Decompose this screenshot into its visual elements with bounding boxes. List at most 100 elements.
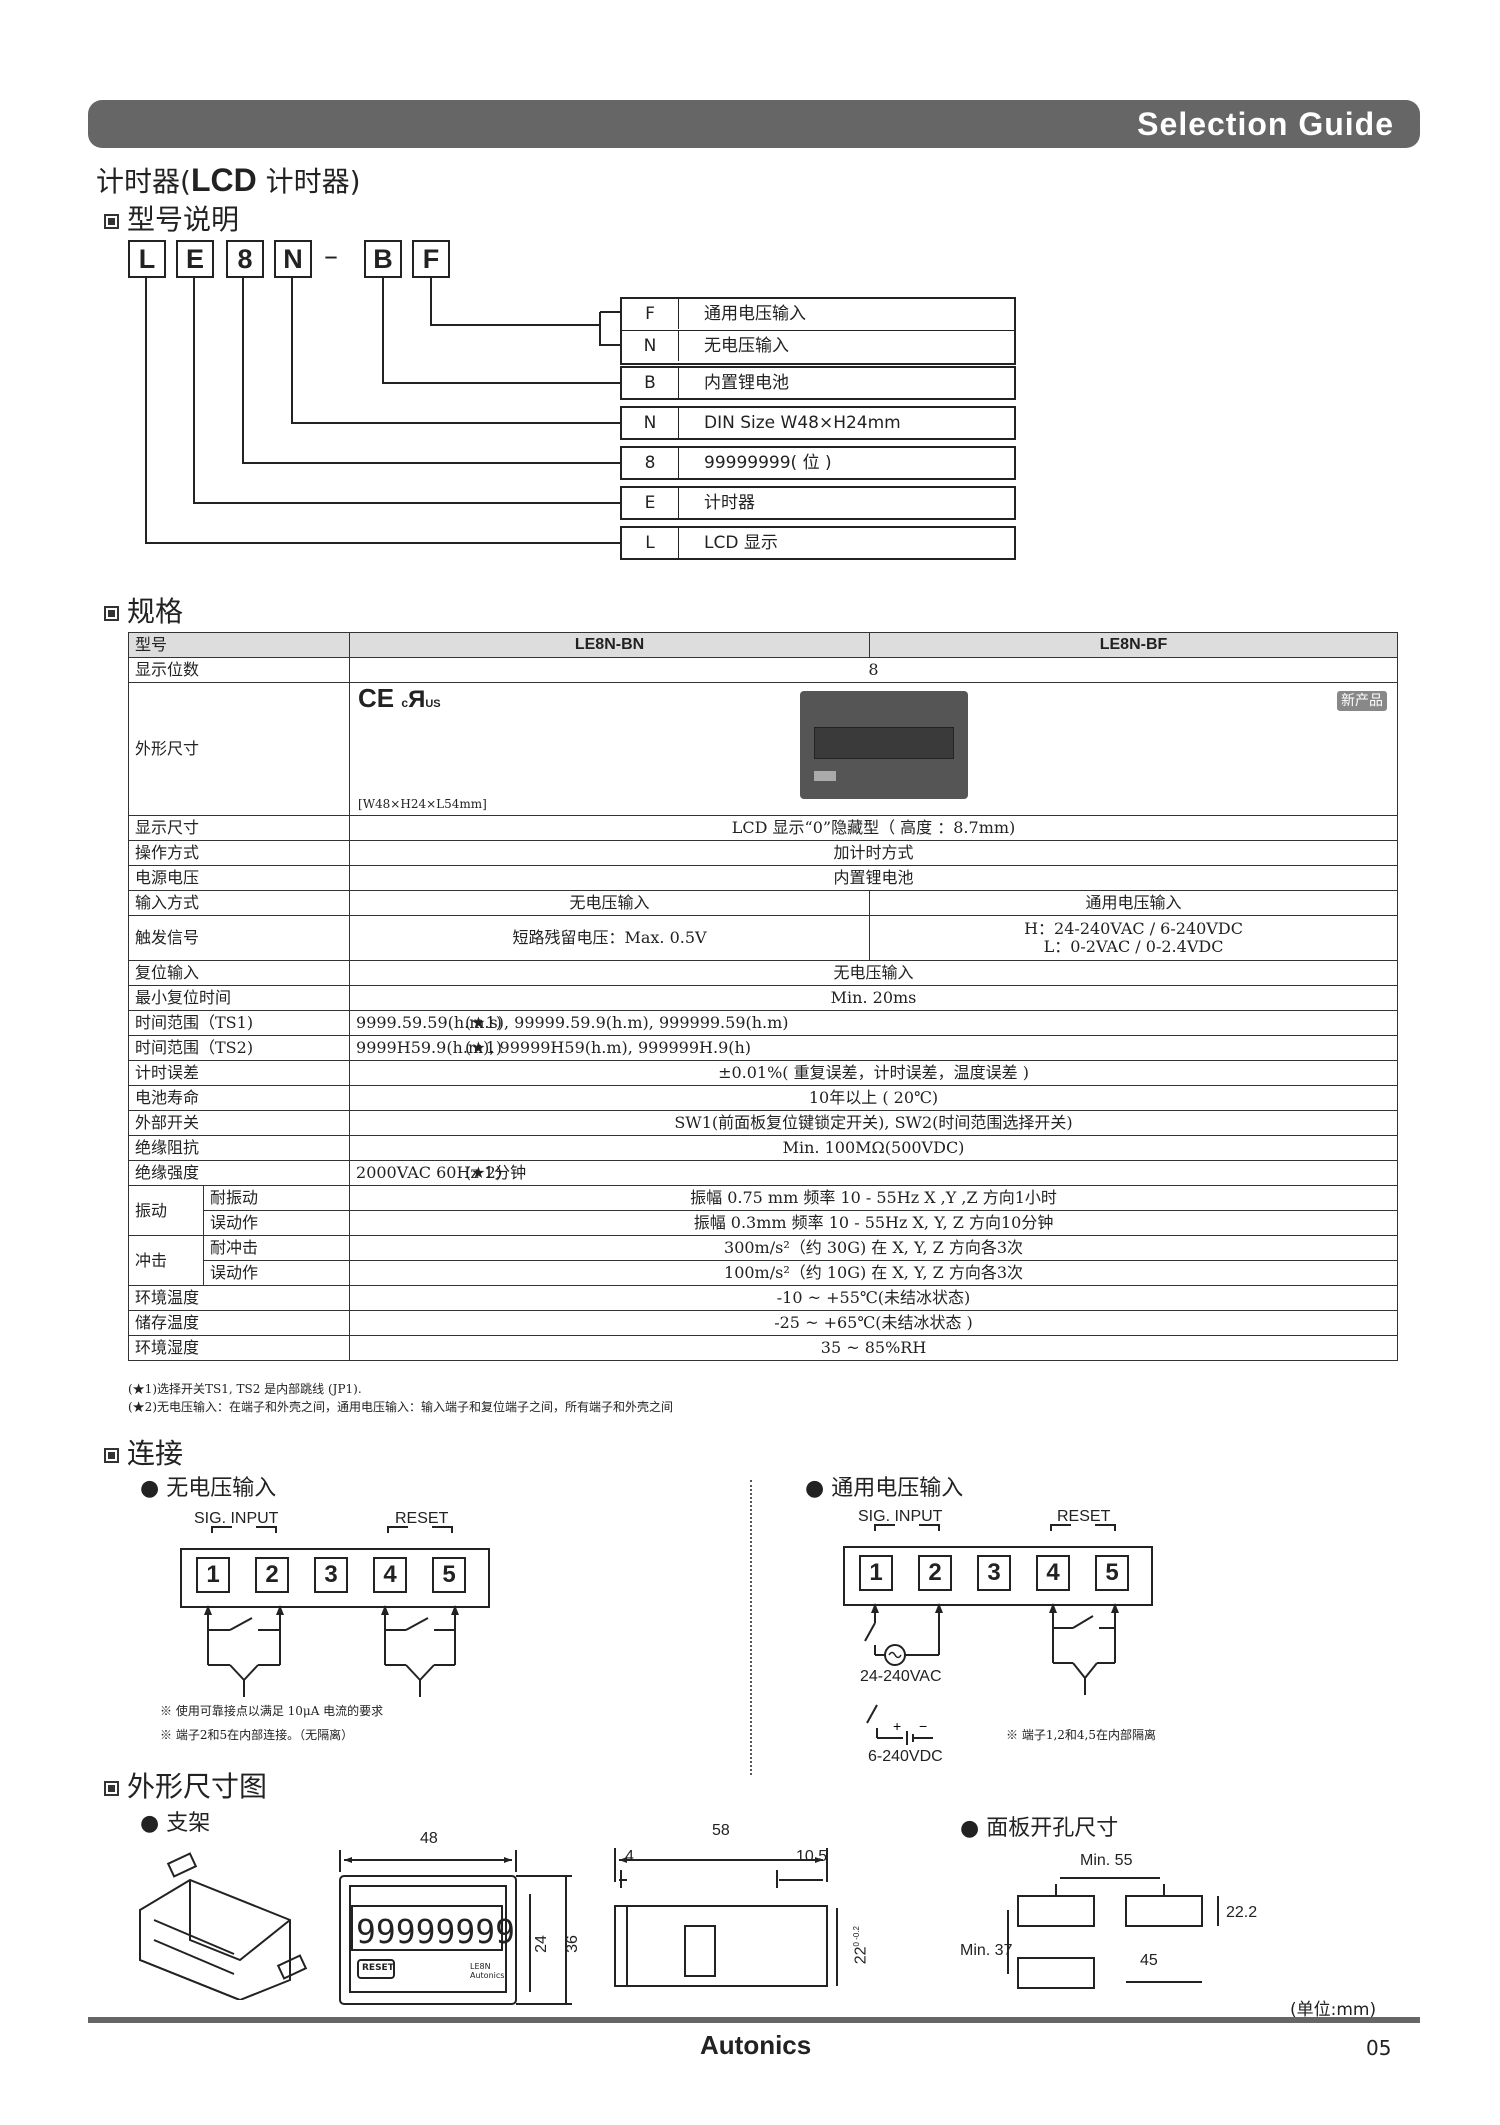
dimensions-heading: 外形尺寸图 xyxy=(104,1765,267,1805)
code-letter-B: B xyxy=(364,240,402,278)
code-row-input-type: F 通用电压输入 N 无电压输入 xyxy=(620,297,1016,365)
sig-input-label-right: SIG. INPUT xyxy=(858,1508,943,1525)
banner-title: Selection Guide xyxy=(1137,106,1394,142)
table-row: 时间范围（TS2)(★1)9999H59.9(h.m), 99999H59(h.… xyxy=(127,1035,1399,1061)
page-number: 05 xyxy=(1366,2036,1392,2060)
terminal-2: 2 xyxy=(255,1557,289,1593)
table-row: 输入方式无电压输入通用电压输入 xyxy=(127,890,1399,916)
table-row: 储存温度-25 ~ +65℃(未结冰状态 ) xyxy=(127,1310,1399,1336)
model-connector-lines xyxy=(145,278,620,544)
unit-label: (单位:mm) xyxy=(1290,2000,1377,2020)
table-row: 计时误差±0.01%( 重复误差，计时误差，温度误差 ) xyxy=(127,1060,1399,1086)
terminal-5-right: 5 xyxy=(1095,1555,1129,1591)
table-row: 环境温度-10 ~ +55℃(未结冰状态) xyxy=(127,1285,1399,1311)
reset-label-right: RESET xyxy=(1057,1508,1111,1525)
dim-4: 4 xyxy=(625,1848,634,1865)
dim-45: 45 xyxy=(1140,1952,1158,1969)
lcd-readout: 99999999 xyxy=(356,1912,515,1951)
right-note: ※ 端子1,2和4,5在内部隔离 xyxy=(1006,1728,1156,1742)
dim-22-2: 22.2 xyxy=(1226,1904,1258,1921)
new-product-badge: 新产品 xyxy=(1337,691,1388,711)
terminal-3: 3 xyxy=(314,1557,348,1593)
square-bullet-icon xyxy=(104,1447,119,1463)
dim-min-55: Min. 55 xyxy=(1080,1852,1133,1869)
model-heading: 型号说明 xyxy=(104,198,239,238)
sig-input-label: SIG. INPUT xyxy=(194,1510,279,1527)
ac-voltage-label: 24-240VAC xyxy=(860,1668,942,1685)
spec-note-2: (★2)无电压输入：在端子和外壳之间，通用电压输入：输入端子和复位端子之间，所有… xyxy=(128,1400,674,1414)
table-row: 时间范围（TS1)(★1)9999.59.59(h.m.s), 99999.59… xyxy=(127,1010,1399,1036)
right-wiring-diagram: + − xyxy=(864,1524,1119,1745)
connection-heading: 连接 xyxy=(104,1432,183,1472)
dim-36: 36 xyxy=(563,1935,581,1953)
ul-mark-icon: Я xyxy=(408,686,426,713)
table-row: 操作方式加计时方式 xyxy=(127,840,1399,866)
right-diagram-title: ● 通用电压输入 xyxy=(805,1476,964,1501)
bracket-title: ● 支架 xyxy=(140,1811,211,1836)
timer-product-photo xyxy=(800,691,969,799)
dim-58: 58 xyxy=(712,1822,730,1839)
left-diagram-title: ● 无电压输入 xyxy=(140,1476,277,1501)
brand-logo: Autonics xyxy=(700,2030,812,2060)
terminal-1-right: 1 xyxy=(859,1555,893,1591)
diagram-divider xyxy=(750,1480,752,1775)
terminal-block-right xyxy=(843,1546,1153,1606)
square-bullet-icon xyxy=(104,213,119,229)
table-row: 电源电压内置锂电池 xyxy=(127,865,1399,891)
code-letter-E: E xyxy=(176,240,214,278)
spec-heading: 规格 xyxy=(104,590,183,630)
table-row: 型号 LE8N-BN LE8N-BF xyxy=(127,632,1399,658)
table-row: 复位输入无电压输入 xyxy=(127,960,1399,986)
brand-small-label: LE8N Autonics xyxy=(470,1962,505,1980)
table-row: 误动作振幅 0.3mm 频率 10 - 55Hz X, Y, Z 方向10分钟 xyxy=(129,1210,1399,1236)
cert-marks: CE cЯUS xyxy=(358,683,441,713)
front-view-drawing xyxy=(339,1850,572,2005)
left-note-2: ※ 端子2和5在内部连接。（无隔离） xyxy=(160,1728,354,1742)
dim-48: 48 xyxy=(420,1830,438,1847)
panel-cut-title: ● 面板开孔尺寸 xyxy=(960,1816,1119,1841)
terminal-block xyxy=(180,1548,490,1608)
code-letter-N: N xyxy=(274,240,312,278)
footer-rule xyxy=(88,2017,1420,2023)
section-banner: Selection Guide xyxy=(88,100,1420,148)
dim-24: 24 xyxy=(532,1935,550,1953)
dim-10-5: 10.5 xyxy=(796,1848,828,1865)
page-title: 计时器(LCD 计时器) xyxy=(96,162,361,198)
dim-min-37: Min. 37 xyxy=(960,1942,1013,1959)
dim-22: 220 -0.2 xyxy=(851,1926,870,1965)
terminal-1: 1 xyxy=(196,1557,230,1593)
square-bullet-icon xyxy=(104,605,119,621)
side-view-drawing xyxy=(614,1848,838,1987)
left-wiring-diagram xyxy=(204,1526,459,1697)
terminal-2-right: 2 xyxy=(918,1555,952,1591)
table-row: 绝缘强度(★2)2000VAC 60Hz 1分钟 xyxy=(127,1160,1399,1186)
bracket-drawing xyxy=(139,1852,308,2000)
dc-voltage-label: 6-240VDC xyxy=(868,1748,943,1765)
svg-text:−: − xyxy=(919,1718,927,1734)
square-bullet-icon xyxy=(104,1780,119,1796)
reset-button-label: RESET xyxy=(362,1963,394,1973)
dimension-note: [W48×H24×L54mm] xyxy=(358,797,487,811)
table-row: 触发信号短路残留电压：Max. 0.5V H：24-240VAC / 6-240… xyxy=(127,915,1399,961)
spec-note-1: (★1)选择开关TS1, TS2 是内部跳线 (JP1). xyxy=(128,1382,362,1396)
left-note-1: ※ 使用可靠接点以满足 10μA 电流的要求 xyxy=(160,1704,384,1718)
code-dash: – xyxy=(324,239,338,272)
terminal-4: 4 xyxy=(373,1557,407,1593)
code-letter-L: L xyxy=(128,240,166,278)
reset-label: RESET xyxy=(395,1510,449,1527)
svg-text:+: + xyxy=(893,1718,901,1734)
code-digit-8: 8 xyxy=(226,240,264,278)
